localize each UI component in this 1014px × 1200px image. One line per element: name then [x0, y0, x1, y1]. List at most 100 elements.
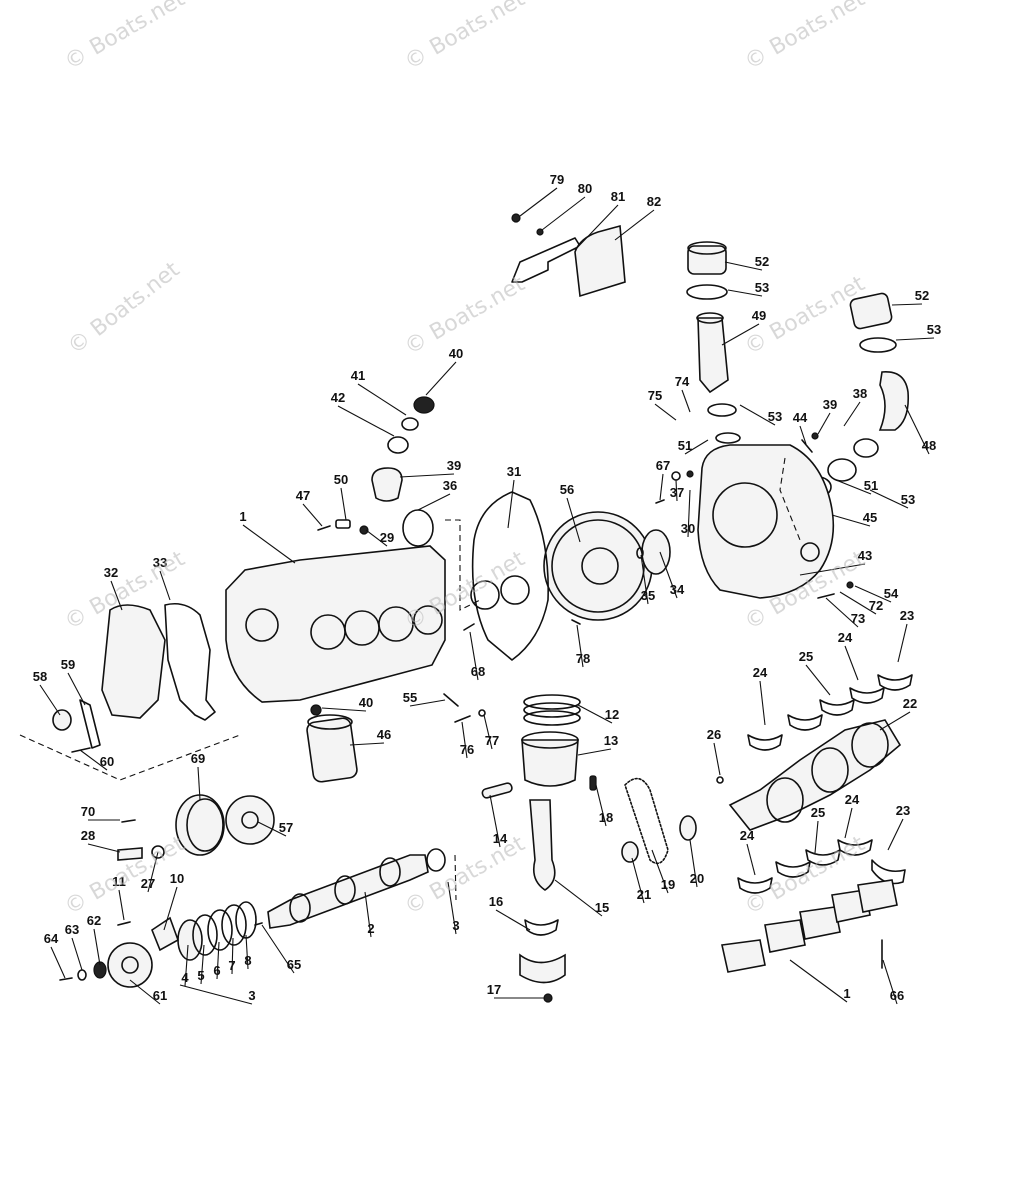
callout-22: 22	[903, 696, 917, 711]
cam-lobe-c	[379, 857, 401, 887]
leader-line-5	[200, 944, 205, 985]
leader-line-24	[746, 843, 756, 876]
leader-line-25	[814, 820, 819, 854]
callout-42: 42	[331, 390, 345, 405]
callout-74: 74	[675, 374, 690, 389]
sleeve-52-top	[687, 241, 727, 255]
leader-line-61	[129, 979, 161, 1005]
callout-48: 48	[922, 438, 936, 453]
leader-line-66	[882, 959, 898, 1005]
leader-line-72	[839, 591, 877, 615]
leader-line-3	[447, 881, 457, 935]
bearing-23a	[877, 674, 913, 691]
watermark-text: © Boats.net	[741, 0, 870, 75]
leader-line-8	[245, 934, 249, 970]
callout-82: 82	[647, 194, 661, 209]
leader-line-78	[576, 624, 584, 668]
leader-line-69	[197, 766, 201, 801]
callout-51: 51	[864, 478, 878, 493]
callout-63: 63	[65, 922, 79, 937]
leader-line-38	[843, 401, 861, 427]
leader-line-25	[805, 664, 831, 696]
plate-hole-b	[500, 575, 530, 605]
leader-line-53	[727, 289, 763, 297]
leader-line-14	[489, 794, 501, 848]
leader-line-24	[844, 807, 853, 839]
callout-77: 77	[485, 733, 499, 748]
callout-20: 20	[690, 871, 704, 886]
leader-line-27	[147, 851, 159, 893]
leader-line-73	[825, 597, 859, 628]
bolt-28	[117, 847, 143, 861]
callout-14: 14	[493, 831, 508, 846]
leader-line-40	[321, 707, 367, 712]
leader-line-6	[216, 941, 220, 980]
cap-40	[413, 396, 435, 414]
callout-1: 1	[843, 986, 850, 1001]
callout-34: 34	[670, 582, 685, 597]
bolt-60	[71, 747, 91, 753]
leader-line-2	[364, 891, 372, 938]
callout-21: 21	[637, 887, 651, 902]
crank-throw-a	[766, 777, 804, 823]
washer-77	[478, 709, 486, 717]
callout-15: 15	[595, 900, 609, 915]
callout-41: 41	[351, 368, 365, 383]
callout-39: 39	[823, 397, 837, 412]
thrust-plate-10	[151, 916, 179, 952]
leader-line-63	[71, 937, 83, 971]
guide-dash-1	[19, 734, 241, 781]
leader-line-37	[675, 479, 678, 502]
callout-53: 53	[901, 492, 915, 507]
bearing-24f	[837, 839, 873, 856]
guide-dash-2	[445, 519, 481, 611]
bearing-25a	[819, 699, 855, 716]
leader-line-12	[577, 704, 613, 724]
callout-40: 40	[449, 346, 463, 361]
washer-27	[151, 845, 165, 859]
leader-line-52	[891, 303, 923, 306]
leader-line-1	[242, 524, 296, 564]
bolt-64	[59, 977, 73, 981]
gasket-53	[686, 284, 728, 300]
callout-73: 73	[851, 611, 865, 626]
ring-12a	[523, 694, 581, 710]
callout-32: 32	[104, 565, 118, 580]
cylinder-block-1	[225, 545, 446, 703]
callout-25: 25	[799, 649, 813, 664]
callout-leaders	[39, 187, 935, 1005]
backing-plate-31	[471, 491, 549, 661]
sleeve-52b	[849, 292, 893, 330]
leader-line-81	[574, 204, 619, 251]
exhaust-pipe-49	[697, 317, 729, 394]
callout-60: 60	[100, 754, 114, 769]
crank-throw-b	[811, 747, 849, 793]
leader-line-1	[789, 959, 848, 1003]
callout-19: 19	[661, 877, 675, 892]
plate-59	[79, 699, 101, 749]
coupler-34	[641, 529, 671, 575]
callout-18: 18	[599, 810, 613, 825]
leader-line-16	[495, 909, 531, 931]
bearing-24e	[775, 861, 811, 878]
oil-filter-46	[306, 717, 358, 783]
flywheel-56	[543, 511, 653, 621]
bearing-25b	[805, 849, 841, 866]
leader-line-53	[739, 404, 776, 426]
callout-76: 76	[460, 742, 474, 757]
stud-67	[655, 499, 665, 504]
callout-6: 6	[213, 963, 220, 978]
callout-56: 56	[560, 482, 574, 497]
callout-44: 44	[793, 410, 808, 425]
leader-line-35	[640, 554, 649, 605]
callout-23: 23	[900, 608, 914, 623]
callout-80: 80	[578, 181, 592, 196]
callout-3: 3	[248, 988, 255, 1003]
leader-line-11	[118, 889, 125, 921]
callout-36: 36	[443, 478, 457, 493]
washer-37	[671, 471, 681, 481]
leader-line-24	[844, 645, 859, 681]
leader-line-21	[631, 857, 645, 904]
leader-line-10	[163, 886, 178, 931]
leader-line-75	[654, 403, 677, 421]
